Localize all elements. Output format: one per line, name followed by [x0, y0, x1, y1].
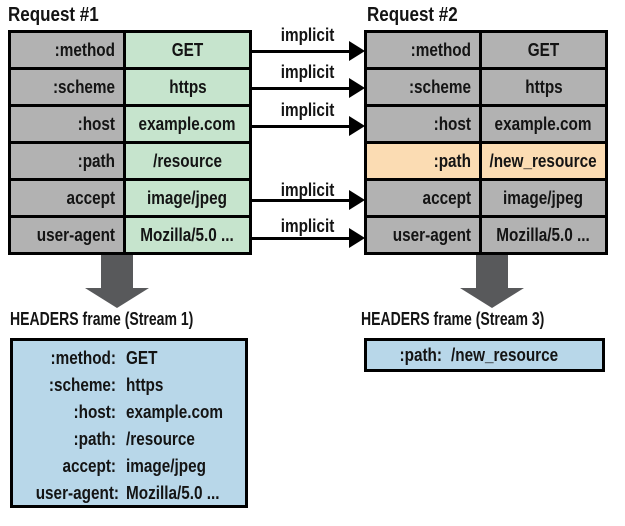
implicit-arrow-host	[252, 116, 365, 136]
req2-accept-value-cell: image/jpeg	[482, 181, 605, 215]
implicit-label-method: implicit	[281, 25, 335, 45]
implicit-arrow-accept	[252, 190, 365, 210]
frame1-path-key: :path:	[73, 429, 116, 449]
arrowhead-icon	[349, 228, 365, 248]
arrowhead-icon	[349, 190, 365, 210]
frame1-accept-value: image/jpeg	[126, 456, 206, 476]
stream3-arrow-head-icon	[460, 288, 524, 308]
arrow-shaft	[252, 124, 352, 128]
frame1-headers-box: :method: GET :scheme: https :host: examp…	[10, 338, 248, 508]
request2-title: Request #2	[367, 4, 458, 26]
frame1-useragent-value: Mozilla/5.0 ...	[126, 483, 220, 503]
arrowhead-icon	[349, 78, 365, 98]
implicit-label-host: implicit	[281, 100, 335, 120]
req2-method-value-cell: GET	[482, 33, 605, 67]
req1-scheme-key-cell: :scheme	[11, 70, 123, 104]
req2-host-value-cell: example.com	[482, 107, 605, 141]
implicit-arrow-scheme	[252, 78, 365, 98]
frame1-accept-key: accept:	[62, 456, 116, 476]
arrowhead-icon	[349, 116, 365, 136]
request1-title: Request #1	[8, 4, 99, 26]
req1-host-key-cell: :host	[11, 107, 123, 141]
frame1-scheme-key: :scheme:	[48, 375, 116, 395]
frame1-host-key: :host:	[73, 402, 116, 422]
arrow-shaft	[252, 198, 352, 202]
req2-scheme-value-cell: https	[482, 70, 605, 104]
frame1-scheme-value: https	[126, 375, 164, 395]
req2-path-value-cell-highlighted: /new_resource	[482, 144, 605, 178]
req1-useragent-value-cell: Mozilla/5.0 ...	[126, 218, 249, 252]
req1-useragent-key-cell: user-agent	[11, 218, 123, 252]
frame1-title: HEADERS frame (Stream 1)	[10, 309, 194, 329]
frame1-host-value: example.com	[126, 402, 223, 422]
implicit-arrow-useragent	[252, 228, 365, 248]
req1-host-value-cell: example.com	[126, 107, 249, 141]
req2-host-key-cell: :host	[367, 107, 479, 141]
req2-accept-key-cell: accept	[367, 181, 479, 215]
stream3-arrow-shaft	[476, 255, 508, 288]
arrowhead-icon	[349, 41, 365, 61]
frame2-path-value: /new_resource	[450, 344, 559, 365]
arrow-shaft	[252, 49, 352, 53]
implicit-label-accept: implicit	[281, 180, 335, 200]
req2-method-key-cell: :method	[367, 33, 479, 67]
frame1-method-key: :method:	[50, 348, 116, 368]
req1-path-value-cell: /resource	[126, 144, 249, 178]
req1-path-key-cell: :path	[11, 144, 123, 178]
frame2-headers-box: :path: /new_resource	[364, 338, 605, 372]
req1-scheme-value-cell: https	[126, 70, 249, 104]
req2-scheme-key-cell: :scheme	[367, 70, 479, 104]
frame1-useragent-key: user-agent:	[35, 483, 120, 503]
req1-method-value-cell: GET	[126, 33, 249, 67]
arrow-shaft	[252, 86, 352, 90]
frame1-path-value: /resource	[126, 429, 195, 449]
implicit-label-useragent: implicit	[281, 216, 335, 236]
req1-method-key-cell: :method	[11, 33, 123, 67]
req1-accept-key-cell: accept	[11, 181, 123, 215]
stream1-arrow-head-icon	[85, 288, 149, 308]
req2-useragent-value-cell: Mozilla/5.0 ...	[482, 218, 605, 252]
implicit-arrow-method	[252, 41, 365, 61]
frame2-path-key: :path:	[399, 344, 442, 365]
frame1-method-value: GET	[126, 348, 158, 368]
request1-table: :method GET :scheme https :host example.…	[8, 30, 252, 255]
stream1-arrow-shaft	[101, 255, 133, 288]
implicit-label-scheme: implicit	[281, 62, 335, 82]
frame2-title: HEADERS frame (Stream 3)	[361, 309, 545, 329]
arrow-shaft	[252, 236, 352, 240]
req2-useragent-key-cell: user-agent	[367, 218, 479, 252]
req1-accept-value-cell: image/jpeg	[126, 181, 249, 215]
req2-path-key-cell-highlighted: :path	[367, 144, 479, 178]
request2-table: :method GET :scheme https :host example.…	[364, 30, 608, 255]
